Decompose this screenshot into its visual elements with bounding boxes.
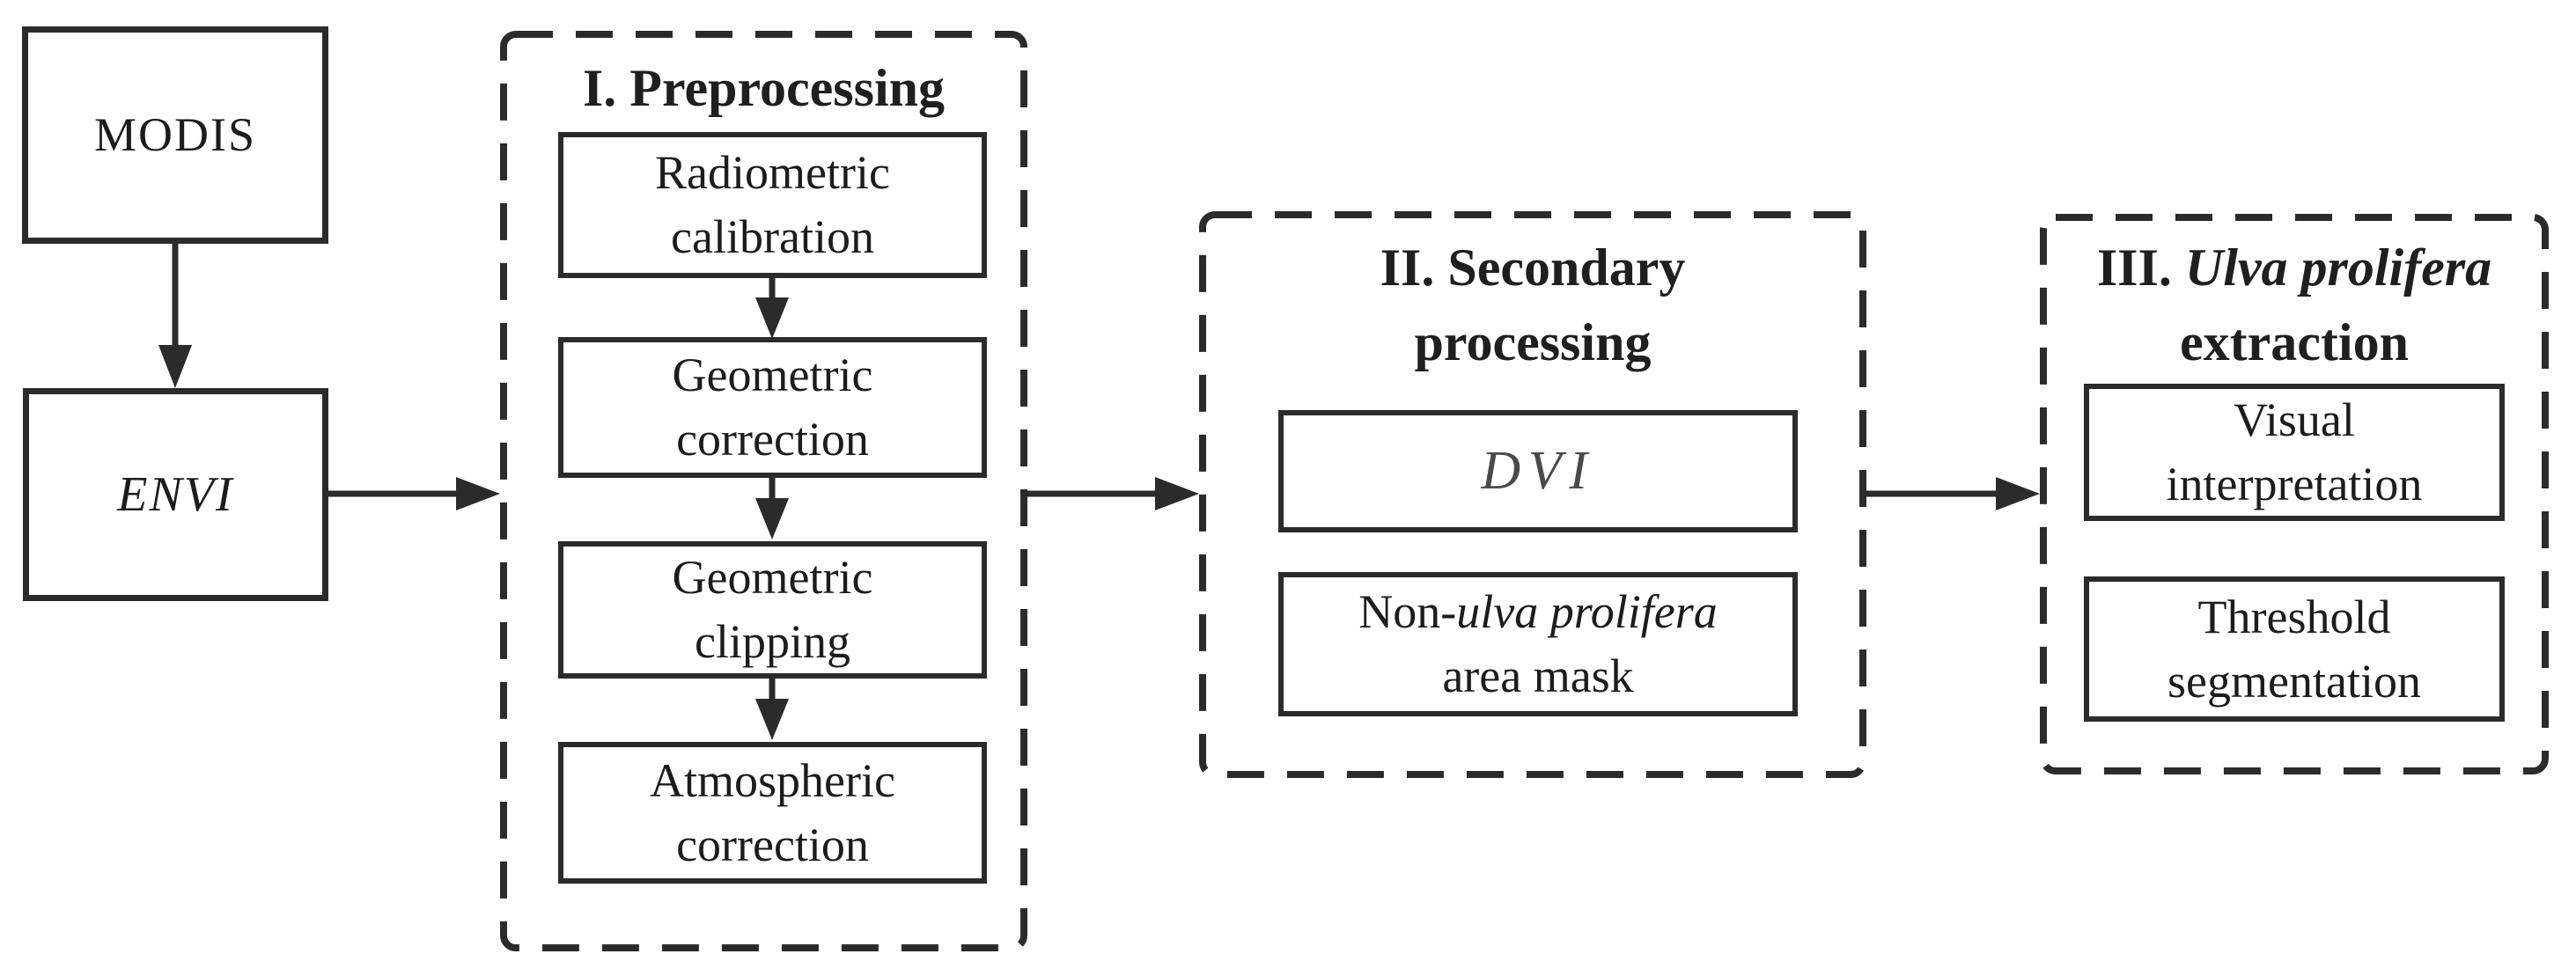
arrowhead-down-icon (755, 297, 789, 339)
step-label-line: segmentation (2168, 654, 2421, 708)
step-label-line: clipping (695, 615, 850, 668)
node-dvi-label: DVI (1481, 441, 1595, 501)
stage1-title-text: I. Preprocessing (582, 59, 946, 117)
arrowhead-down-icon (755, 498, 789, 539)
node-visual-interpretation: Visual interpretation (2084, 384, 2505, 521)
step-label-line: Geometric (672, 349, 873, 401)
mask-label-line1: Non-ulva prolifera (1358, 580, 1717, 644)
arrowhead-right-icon (456, 477, 500, 510)
node-geometric-correction: Geometric correction (558, 337, 987, 478)
node-modis: MODIS (22, 26, 328, 244)
arrowhead-right-icon (1996, 477, 2040, 510)
stage3-title-line2: extraction (2180, 313, 2409, 371)
node-modis-label: MODIS (93, 108, 257, 161)
arrow-stage2-to-stage3 (1866, 477, 2040, 510)
arrow-radiometric-to-geocorrection (755, 278, 789, 339)
stage3-title-prefix: III. (2096, 238, 2172, 297)
node-radiometric-calibration: Radiometric calibration (558, 132, 987, 278)
step-label-line: Atmospheric (650, 753, 895, 807)
step-label-line: Threshold (2197, 590, 2391, 643)
stage2-title-line1: II. Secondary (1380, 238, 1686, 297)
arrow-modis-to-envi (158, 244, 192, 388)
mask-label-line2: area mask (1442, 649, 1634, 702)
step-label-line: Visual (2234, 393, 2355, 446)
arrowhead-down-icon (158, 345, 192, 388)
stage1-title: I. Preprocessing (500, 51, 1027, 126)
step-label-line: interpretation (2166, 458, 2423, 510)
node-dvi: DVI (1278, 410, 1798, 532)
node-non-ulva-mask: Non-ulva prolifera area mask (1278, 572, 1798, 716)
step-label-line: Radiometric (655, 146, 890, 199)
stage2-title-line2: processing (1414, 313, 1652, 371)
step-label-line: correction (676, 413, 869, 466)
stage3-title-line1: III. Ulva prolifera (2040, 231, 2549, 305)
step-label-line: calibration (671, 210, 874, 263)
stage3-title-italic: Ulva prolifera (2184, 238, 2492, 297)
stage1-dashed-border (500, 31, 1027, 951)
arrowhead-down-icon (755, 699, 789, 740)
arrow-envi-to-stage1 (328, 477, 500, 510)
mask-label-italic: ulva prolifera (1456, 585, 1718, 638)
stage2-dashed-border (1199, 211, 1866, 778)
node-threshold-segmentation: Threshold segmentation (2084, 576, 2505, 722)
mask-label-prefix: Non- (1358, 585, 1457, 638)
node-envi: ENVI (23, 388, 328, 601)
arrow-geocorrection-to-geoclipping (755, 478, 789, 539)
node-atmospheric-correction: Atmospheric correction (558, 742, 987, 884)
stage3-dashed-border (2040, 214, 2549, 774)
arrow-geoclipping-to-atmospheric (755, 679, 789, 740)
stage3-title: III. Ulva prolifera extraction (2040, 231, 2549, 380)
step-label-line: correction (676, 818, 869, 871)
arrow-stage1-to-stage2 (1027, 477, 1199, 510)
node-envi-label: ENVI (117, 466, 234, 522)
step-label-line: Geometric (672, 551, 873, 604)
stage2-title: II. Secondary processing (1199, 231, 1866, 380)
node-geometric-clipping: Geometric clipping (558, 541, 987, 679)
arrowhead-right-icon (1155, 477, 1199, 510)
